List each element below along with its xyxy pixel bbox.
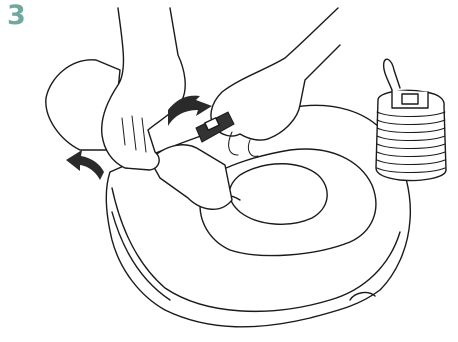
curved-arrow-left	[66, 150, 104, 180]
collapsible-water-container	[376, 59, 446, 180]
